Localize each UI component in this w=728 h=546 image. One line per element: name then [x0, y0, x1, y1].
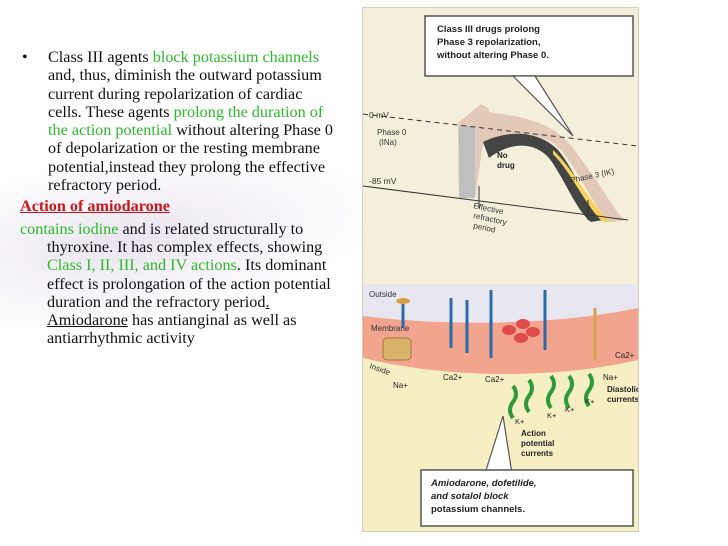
label-phase0-2: (INa)	[379, 138, 397, 147]
channel-proteins	[382, 290, 597, 420]
label-ap-currents-1: Action	[521, 429, 546, 438]
label-ca-right: Ca2+	[615, 351, 635, 360]
p3-text-f: has antianginal as well as antiarrhythmi…	[47, 311, 297, 348]
callout-bottom-line-3: potassium channels.	[431, 504, 525, 515]
callout-bottom-line-1: Amiodarone, dofetilide,	[430, 478, 537, 489]
label-k-2: K+	[547, 411, 557, 420]
label-k-3: K+	[565, 405, 575, 414]
p1-text-a: Class III agents	[48, 48, 153, 66]
p1-highlight-prolong: prolong the duration of the action poten…	[48, 102, 324, 140]
resting-line	[363, 185, 629, 221]
p1-text-e: without altering Phase 0 of depolarizati…	[48, 121, 334, 195]
figure-illustration: Class III drugs prolong Phase 3 repolari…	[363, 15, 638, 531]
text-column: • Class III agents block potassium chann…	[20, 48, 335, 348]
ap-yellow-band	[553, 150, 611, 222]
callout-top-box	[424, 15, 634, 77]
label-phase0-1: Phase 0	[377, 128, 407, 137]
label-ap-currents-2: potential	[521, 439, 554, 448]
label-membrane: Membrane	[371, 324, 410, 333]
bullet-dot: •	[22, 48, 28, 66]
p1-highlight-block: block potassium channels	[152, 48, 320, 66]
label-na-left: Na+	[393, 381, 408, 390]
membrane-band	[363, 308, 638, 375]
zero-mv-line	[363, 113, 638, 147]
label-k-1: K+	[515, 417, 525, 426]
label-ca-2: Ca2+	[485, 375, 505, 384]
label-85mv: -85 mV	[369, 176, 397, 186]
label-nodrug-2: drug	[497, 161, 515, 170]
label-diastolic-2: currents	[607, 395, 638, 404]
callout-bottom-line-2: and sotalol block	[431, 491, 509, 502]
p3-underlined-amiodarone: . Amiodarone	[47, 292, 270, 330]
callout-top-line-3: without altering Phase 0.	[436, 50, 549, 61]
p3-highlight-iodine: contains iodine	[20, 219, 119, 238]
ap-nodrug-band	[483, 133, 603, 222]
ap-phase0-upstroke	[459, 126, 475, 198]
p3-highlight-classes: Class I, II, III, and IV actions	[47, 256, 237, 275]
p3-text-d: . Its dominant effect is prolongation of…	[47, 256, 331, 311]
label-nodrug-1: No	[497, 151, 508, 160]
label-diastolic-1: Diastolic	[607, 385, 638, 394]
label-na-right: Na+	[603, 373, 618, 382]
amiodarone-paragraph: contains iodine and is related structura…	[20, 220, 335, 348]
callout-top-line-2: Phase 3 repolarization,	[437, 37, 540, 48]
callout-top-line-1: Class III drugs prolong	[437, 24, 540, 35]
label-ap-currents-3: currents	[521, 449, 554, 458]
ap-drug-curve	[458, 104, 625, 222]
p1-text-c: and, thus, diminish the outward potassiu…	[48, 66, 322, 121]
p3-text-b: and is related structurally to thyroxine…	[47, 219, 323, 256]
label-outside: Outside	[369, 290, 397, 299]
callout-top-arrow	[511, 75, 574, 137]
callout-bottom-box	[420, 469, 634, 527]
class-iii-figure: Class III drugs prolong Phase 3 repolari…	[362, 7, 639, 532]
bullet-paragraph: • Class III agents block potassium chann…	[20, 48, 335, 194]
label-0mv: 0 mV	[369, 110, 389, 120]
label-k-4: K+	[585, 397, 595, 406]
label-ca-1: Ca2+	[443, 373, 463, 382]
section-heading: Action of amiodarone	[20, 197, 170, 216]
